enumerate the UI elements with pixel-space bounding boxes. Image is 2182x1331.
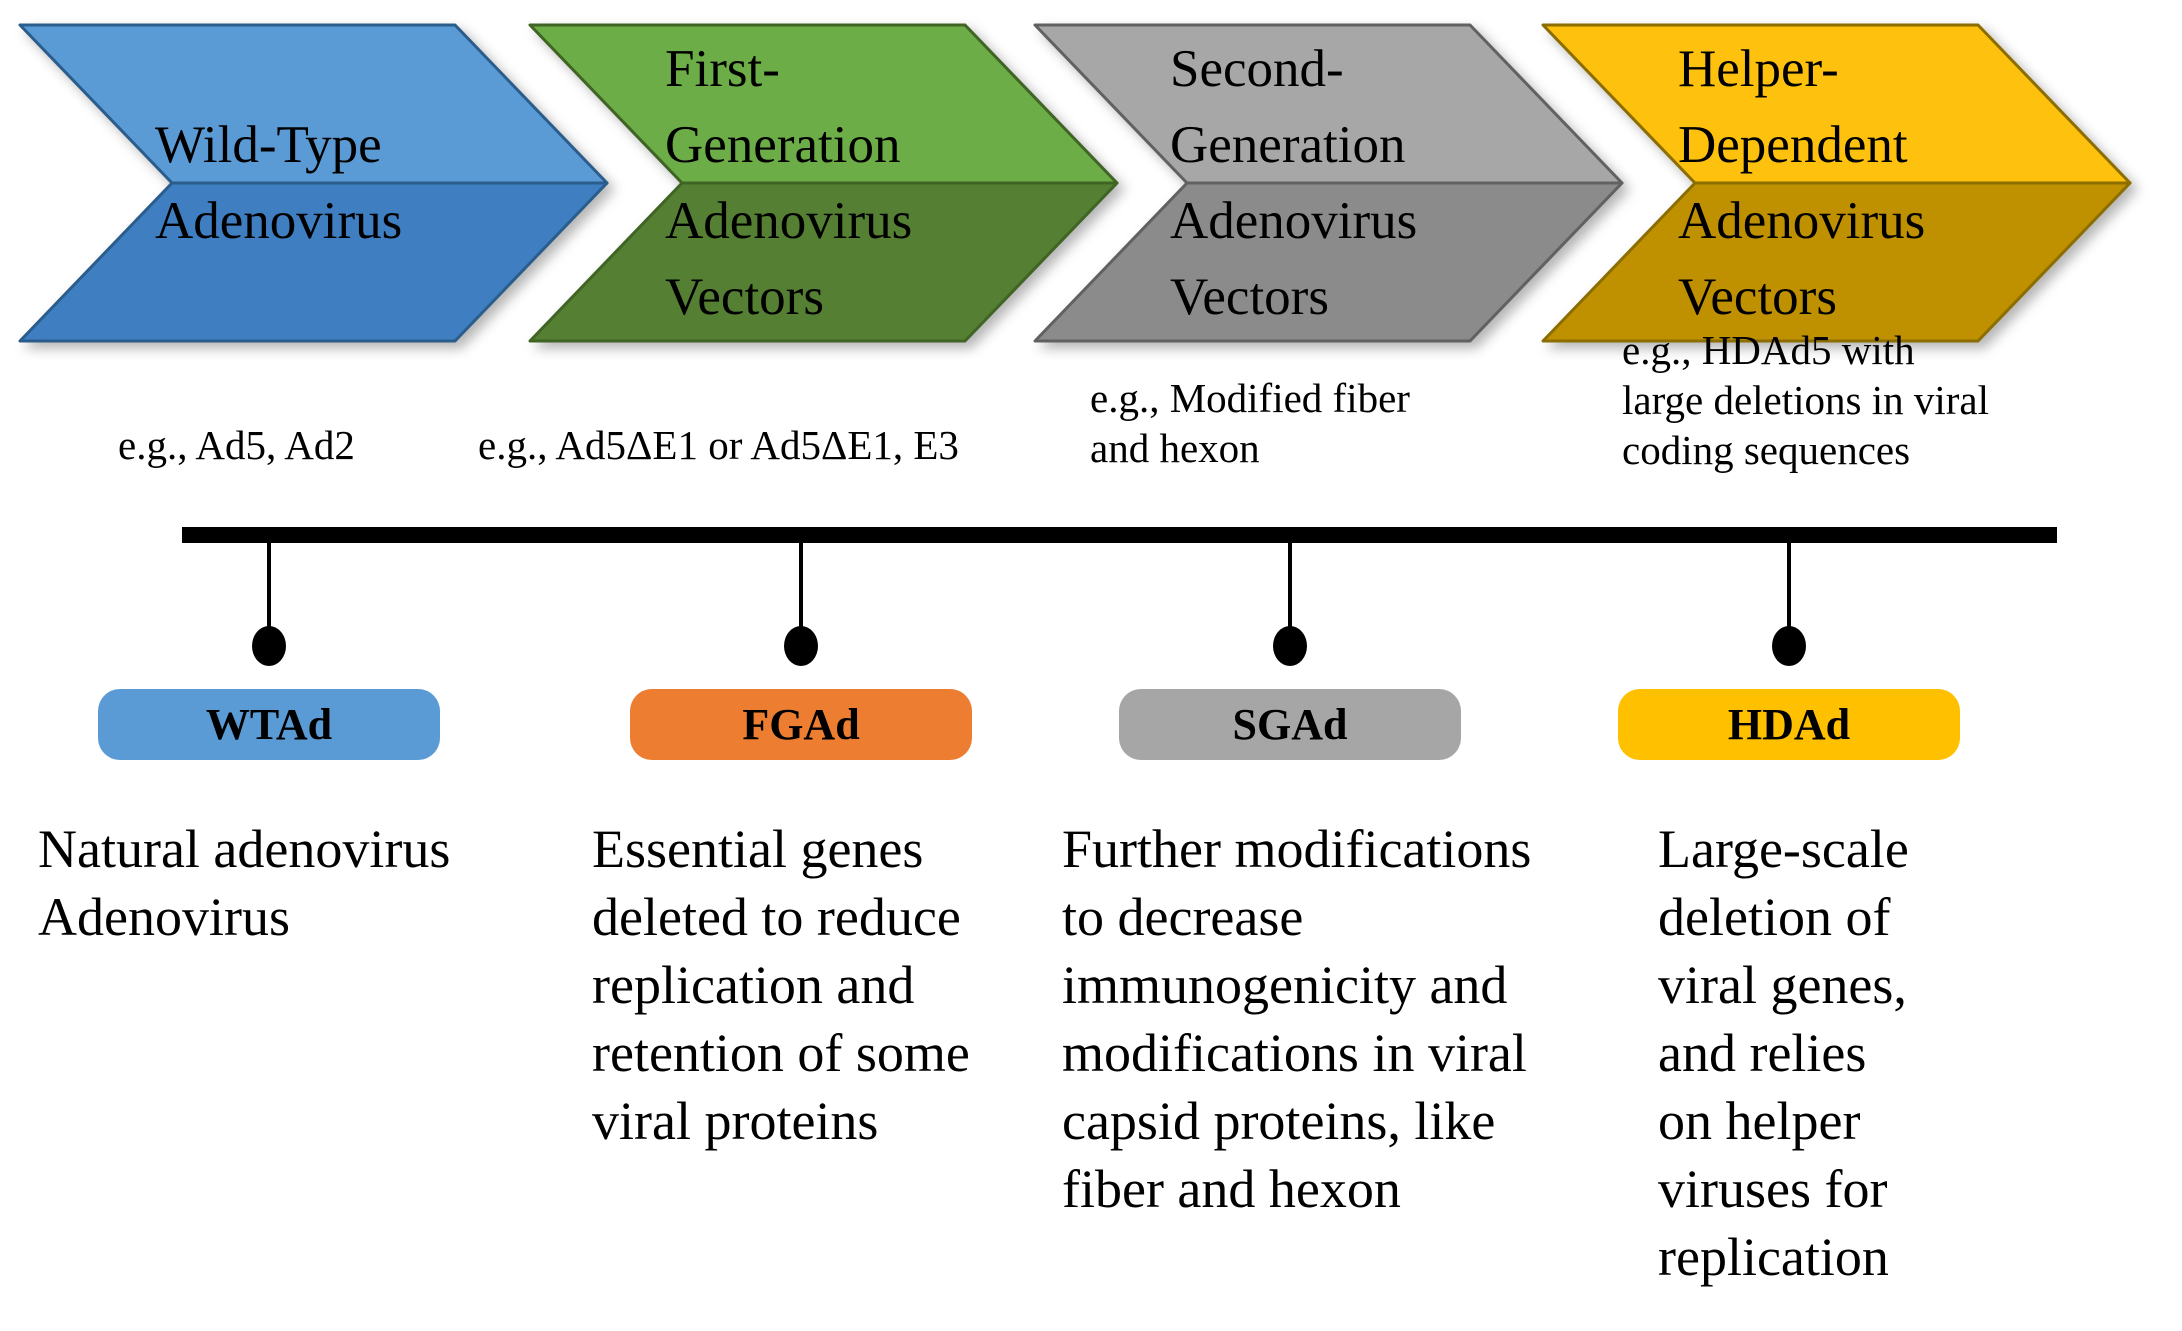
example-label-wtad: e.g., Ad5, Ad2 xyxy=(118,422,355,468)
badge-fgad: FGAd xyxy=(630,689,972,760)
chevron-arrow-row xyxy=(18,23,2132,343)
chevron-arrow-wild-type xyxy=(18,23,609,343)
description-sgad: Further modifications to decrease immuno… xyxy=(1062,819,1532,1219)
chevron-bottom-face xyxy=(18,181,609,343)
badge-sgad: SGAd xyxy=(1119,689,1461,760)
timeline-node xyxy=(1772,626,1806,666)
badge-wtad: WTAd xyxy=(98,689,440,760)
timeline-bar xyxy=(182,527,2057,543)
timeline-connector xyxy=(799,543,803,628)
badge-hdad: HDAd xyxy=(1618,689,1960,760)
chevron-bottom-face xyxy=(1541,181,2132,343)
chevron-top-face xyxy=(18,23,609,185)
chevron-arrow-first-generation xyxy=(528,23,1119,343)
chevron-top-face xyxy=(1541,23,2132,185)
description-fgad: Essential genes deleted to reduce replic… xyxy=(592,819,970,1151)
example-label-fgad: e.g., Ad5ΔE1 or Ad5ΔE1, E3 xyxy=(478,422,959,468)
chevron-top-face xyxy=(1033,23,1624,185)
timeline-connector xyxy=(267,543,271,628)
timeline-node xyxy=(252,626,286,666)
chevron-arrow-second-generation xyxy=(1033,23,1624,343)
example-label-hdad: e.g., HDAd5 with large deletions in vira… xyxy=(1622,327,1989,473)
example-label-sgad: e.g., Modified fiber and hexon xyxy=(1090,375,1410,471)
timeline-connector xyxy=(1787,543,1791,628)
timeline-node xyxy=(1273,626,1307,666)
timeline-connector xyxy=(1288,543,1292,628)
description-wtad: Natural adenovirus Adenovirus xyxy=(38,819,451,947)
description-hdad: Large-scale deletion of viral genes, and… xyxy=(1658,819,1909,1287)
timeline-node xyxy=(784,626,818,666)
chevron-bottom-face xyxy=(1033,181,1624,343)
chevron-bottom-face xyxy=(528,181,1119,343)
chevron-top-face xyxy=(528,23,1119,185)
chevron-arrow-helper-dependent xyxy=(1541,23,2132,343)
